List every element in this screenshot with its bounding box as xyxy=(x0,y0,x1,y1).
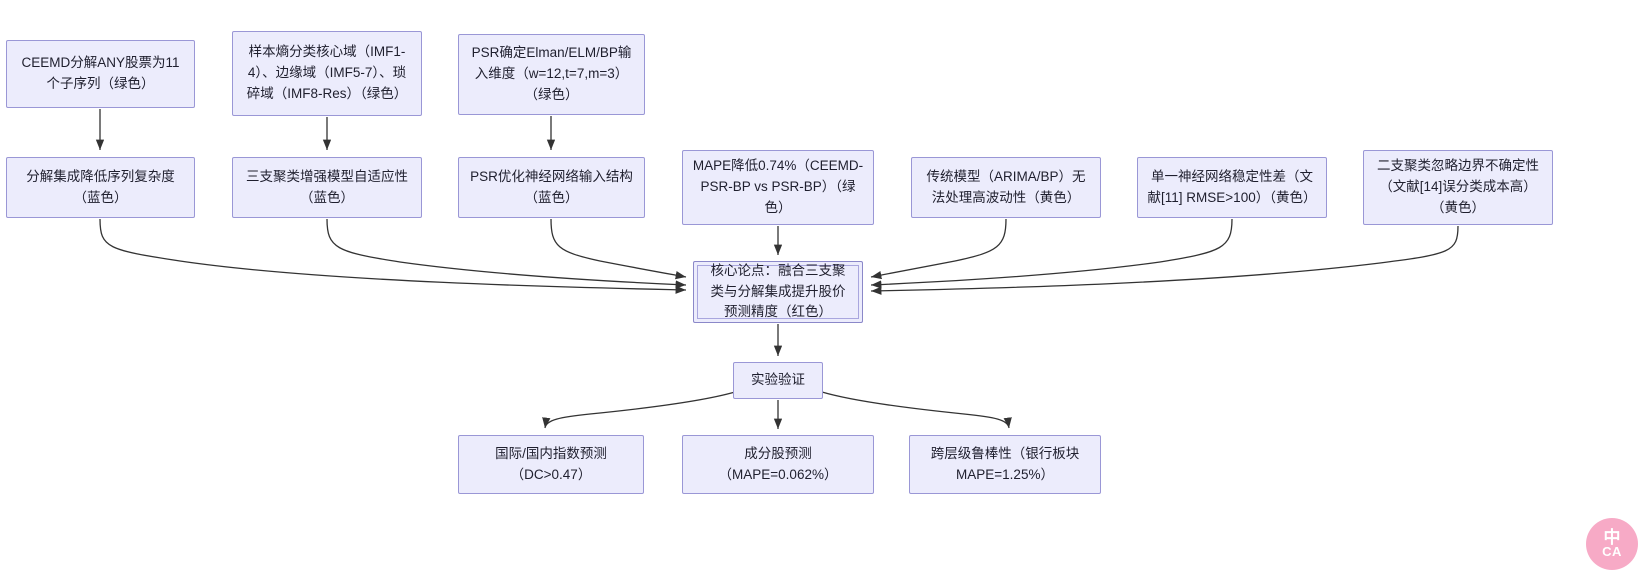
node-traditional-models-limitation[interactable]: 传统模型（ARIMA/BP）无法处理高波动性（黄色） xyxy=(911,157,1101,218)
node-label: 核心论点：融合三支聚类与分解集成提升股价预测精度（红色） xyxy=(710,262,846,320)
node-label: 分解集成降低序列复杂度（蓝色） xyxy=(26,168,175,205)
node-label: PSR优化神经网络输入结构（蓝色） xyxy=(470,168,633,205)
edge-n8-core xyxy=(870,218,1007,280)
edge-n5-core xyxy=(326,218,687,289)
node-label: 成分股预测（MAPE=0.062%） xyxy=(718,445,838,482)
edge-exp-r1 xyxy=(542,391,736,429)
edge-n9-core xyxy=(870,218,1233,289)
node-label: MAPE降低0.74%（CEEMD-PSR-BP vs PSR-BP）（绿色） xyxy=(692,158,864,215)
watermark-badge: 中 CA xyxy=(1586,518,1638,570)
node-single-network-instability[interactable]: 单一神经网络稳定性差（文献[11] RMSE>100）（黄色） xyxy=(1137,157,1327,218)
edge-n10-core xyxy=(870,225,1459,295)
node-label: 单一神经网络稳定性差（文献[11] RMSE>100）（黄色） xyxy=(1147,168,1317,205)
edge-n4-core xyxy=(99,218,687,294)
node-core-thesis[interactable]: 核心论点：融合三支聚类与分解集成提升股价预测精度（红色） xyxy=(693,261,863,323)
watermark-line1: 中 xyxy=(1603,527,1621,547)
node-decomposition-reduces-complexity[interactable]: 分解集成降低序列复杂度（蓝色） xyxy=(6,157,195,218)
node-three-way-clustering-adaptivity[interactable]: 三支聚类增强模型自适应性（蓝色） xyxy=(232,157,422,218)
edge-n6-core xyxy=(550,218,687,280)
node-result-index-prediction[interactable]: 国际/国内指数预测（DC>0.47） xyxy=(458,435,644,494)
node-sample-entropy-classification[interactable]: 样本熵分类核心域（IMF1-4）、边缘域（IMF5-7）、琐碎域（IMF8-Re… xyxy=(232,31,422,116)
node-mape-reduction[interactable]: MAPE降低0.74%（CEEMD-PSR-BP vs PSR-BP）（绿色） xyxy=(682,150,874,225)
node-label: 二支聚类忽略边界不确定性（文献[14]误分类成本高）（黄色） xyxy=(1377,158,1539,215)
node-label: 样本熵分类核心域（IMF1-4）、边缘域（IMF5-7）、琐碎域（IMF8-Re… xyxy=(246,44,408,101)
watermark-line2: CA xyxy=(1602,543,1622,559)
node-label: 国际/国内指数预测（DC>0.47） xyxy=(495,445,607,482)
node-experimental-validation[interactable]: 实验验证 xyxy=(733,362,823,399)
node-psr-input-dimension[interactable]: PSR确定Elman/ELM/BP输入维度（w=12,t=7,m=3）（绿色） xyxy=(458,34,645,115)
node-label: PSR确定Elman/ELM/BP输入维度（w=12,t=7,m=3）（绿色） xyxy=(471,45,632,102)
node-ceemd-decomposition[interactable]: CEEMD分解ANY股票为11个子序列（绿色） xyxy=(6,40,195,108)
node-result-cross-level-robustness[interactable]: 跨层级鲁棒性（银行板块MAPE=1.25%） xyxy=(909,435,1101,494)
node-result-constituent-stock-prediction[interactable]: 成分股预测（MAPE=0.062%） xyxy=(682,435,874,494)
node-label: 实验验证 xyxy=(751,372,805,388)
node-label: 三支聚类增强模型自适应性（蓝色） xyxy=(246,168,408,205)
node-label: 跨层级鲁棒性（银行板块MAPE=1.25%） xyxy=(930,445,1080,482)
node-two-way-clustering-boundary[interactable]: 二支聚类忽略边界不确定性（文献[14]误分类成本高）（黄色） xyxy=(1363,150,1553,225)
edge-exp-r3 xyxy=(821,391,1012,429)
node-psr-optimizes-network-input[interactable]: PSR优化神经网络输入结构（蓝色） xyxy=(458,157,645,218)
node-label: CEEMD分解ANY股票为11个子序列（绿色） xyxy=(21,55,180,91)
node-label: 传统模型（ARIMA/BP）无法处理高波动性（黄色） xyxy=(926,168,1086,205)
